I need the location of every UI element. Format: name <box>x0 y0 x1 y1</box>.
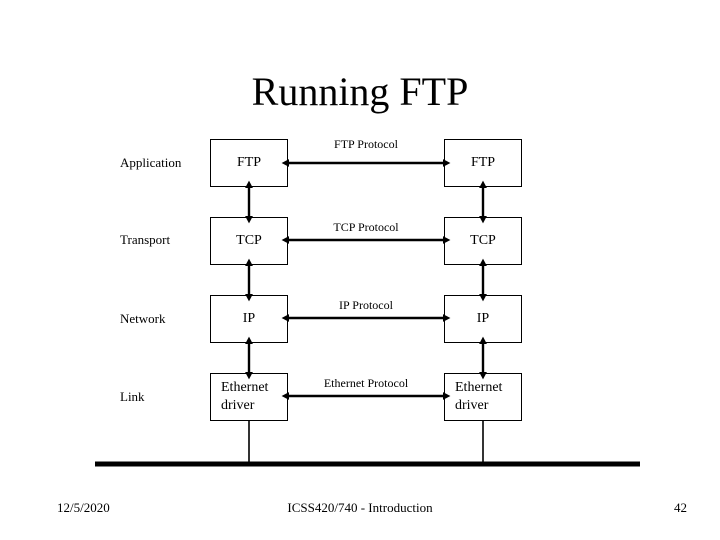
right-box-tcp[interactable]: TCP <box>444 217 522 265</box>
left-box-ftp-label: FTP <box>236 155 262 170</box>
right-box-ethernet-driver-line2: driver <box>455 398 489 413</box>
left-box-ethernet-driver[interactable]: Ethernet driver <box>210 373 288 421</box>
left-box-ftp[interactable]: FTP <box>210 139 288 187</box>
layer-label-link: Link <box>120 389 145 404</box>
protocol-label-ip: IP Protocol <box>339 298 393 312</box>
right-box-ftp-label: FTP <box>470 155 496 170</box>
left-box-tcp-label: TCP <box>236 233 262 248</box>
page-title: Running FTP <box>251 69 469 114</box>
protocol-label-tcp: TCP Protocol <box>333 220 399 234</box>
right-box-ethernet-driver-label: Ethernet driver <box>445 379 521 415</box>
right-box-ftp[interactable]: FTP <box>444 139 522 187</box>
right-box-ip-label: IP <box>476 311 490 326</box>
left-box-ethernet-driver-line2: driver <box>221 398 255 413</box>
left-box-ip-label: IP <box>242 311 256 326</box>
right-box-tcp-label: TCP <box>470 233 496 248</box>
left-box-ethernet-driver-label: Ethernet driver <box>211 379 287 415</box>
right-box-ethernet-driver[interactable]: Ethernet driver <box>444 373 522 421</box>
layer-label-network: Network <box>120 311 166 326</box>
footer-date: 12/5/2020 <box>57 500 110 515</box>
left-box-ip[interactable]: IP <box>210 295 288 343</box>
footer-course-title: ICSS420/740 - Introduction <box>287 500 433 515</box>
layer-label-transport: Transport <box>120 232 171 247</box>
right-box-ethernet-driver-line1: Ethernet <box>455 380 503 395</box>
protocol-label-ethernet: Ethernet Protocol <box>323 376 409 390</box>
footer-page-number: 42 <box>674 500 687 515</box>
right-box-ip[interactable]: IP <box>444 295 522 343</box>
left-box-ethernet-driver-line1: Ethernet <box>221 380 269 395</box>
layer-label-application: Application <box>120 155 182 170</box>
protocol-label-ftp: FTP Protocol <box>334 137 398 151</box>
left-box-tcp[interactable]: TCP <box>210 217 288 265</box>
